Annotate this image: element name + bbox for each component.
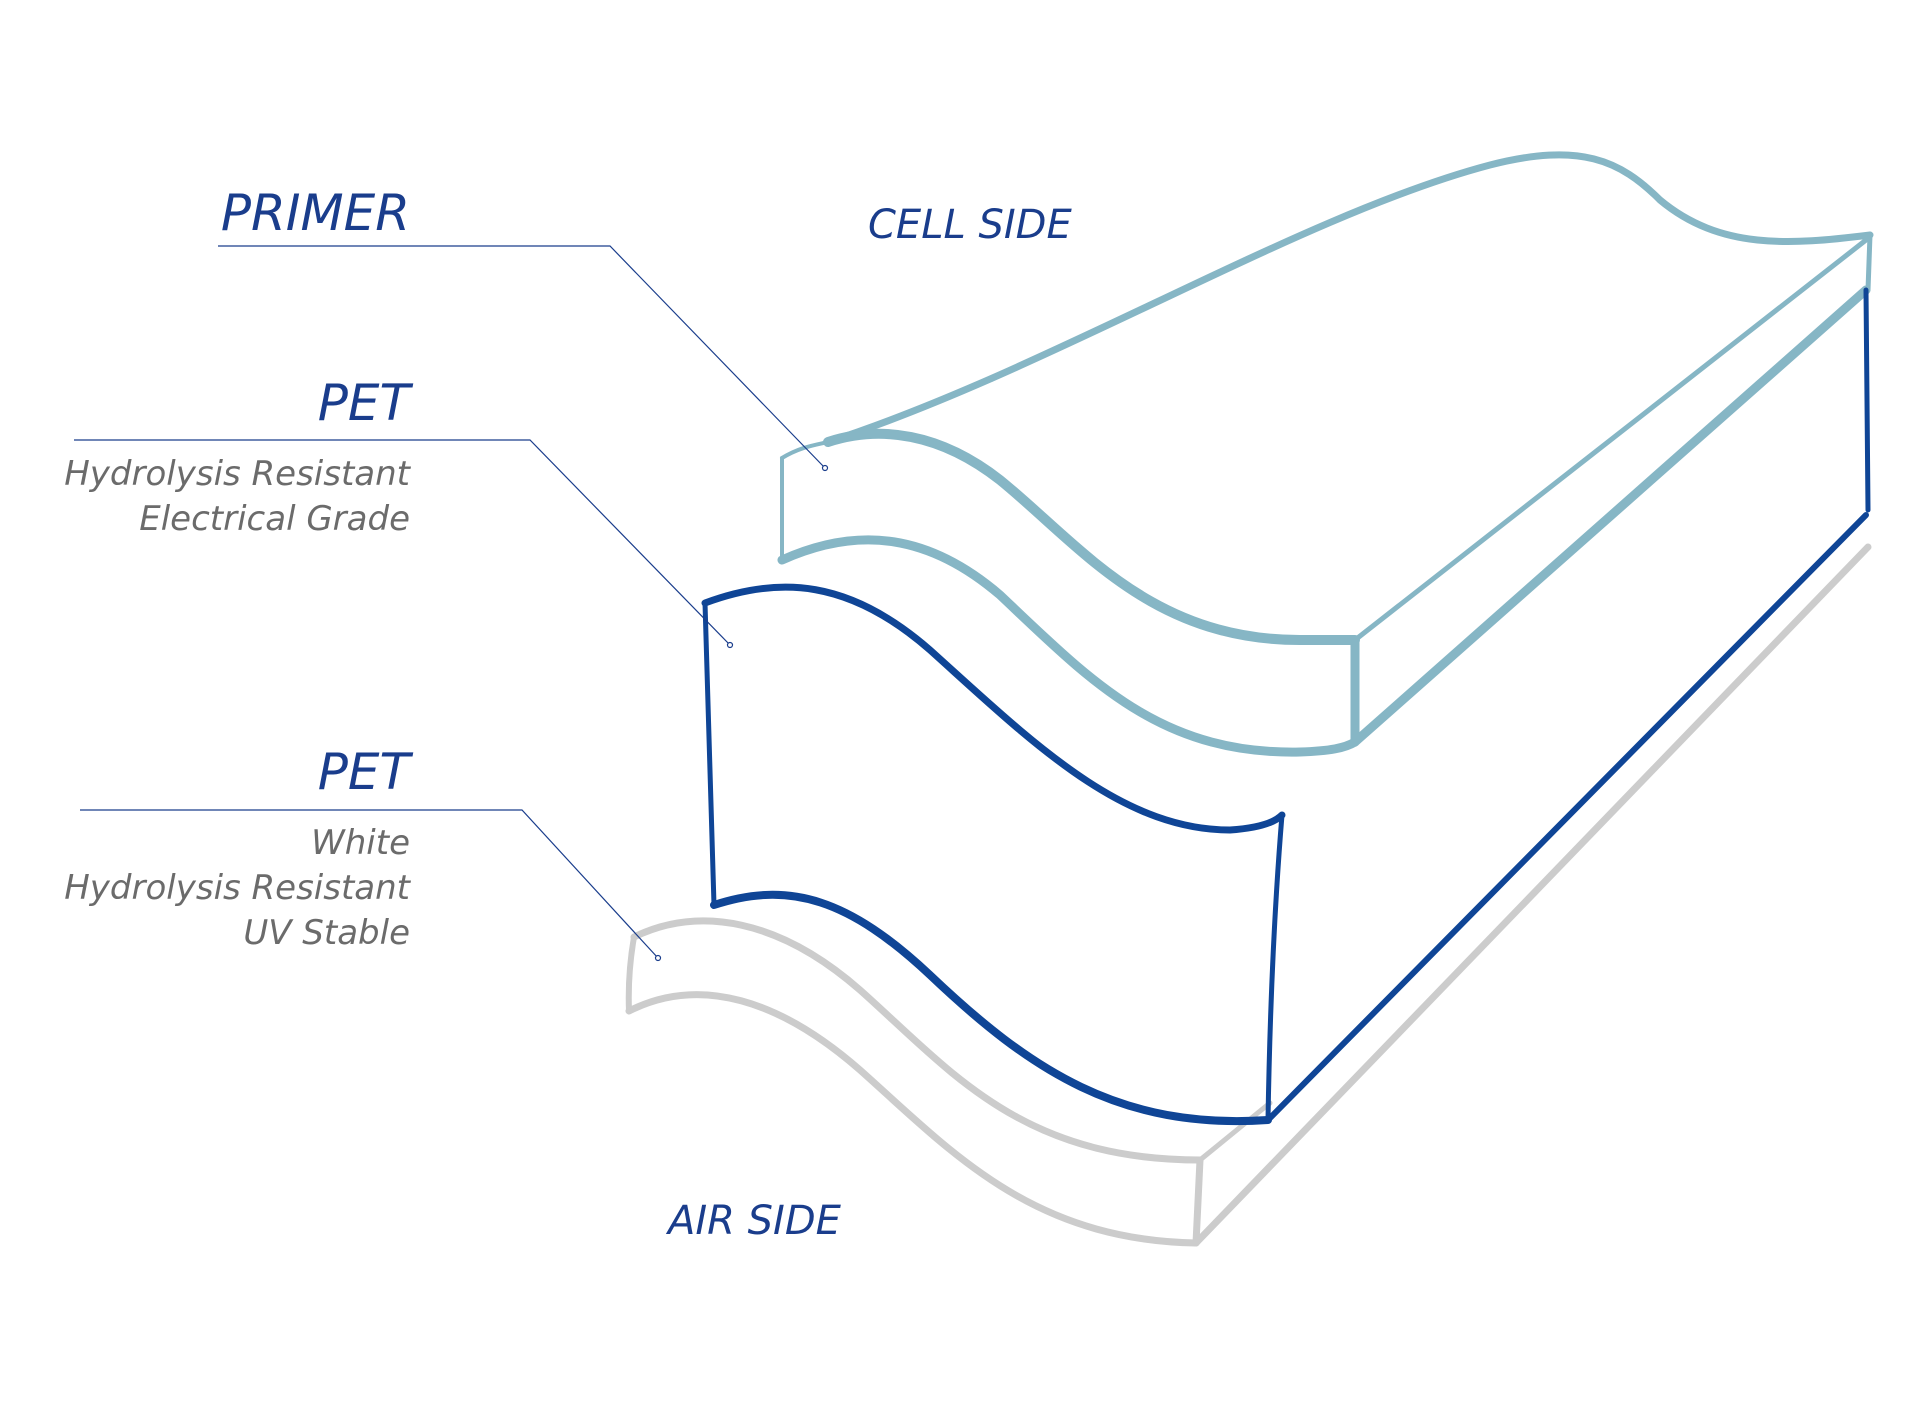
pet-white-detail-3: UV Stable xyxy=(243,913,410,953)
core-pet-bottom-right-diagonal xyxy=(1265,512,1869,1123)
core-pet-layer-shape xyxy=(701,287,1871,1125)
white-pet-left-side-edge xyxy=(625,934,637,1014)
white-pet-bottom-front-edge xyxy=(625,991,1200,1247)
pet-electrical-leader-dot xyxy=(726,641,734,649)
core-pet-back-vertical-edge xyxy=(1863,287,1871,513)
primer-top-back-edge xyxy=(824,151,1874,446)
primer-upper-left-edge xyxy=(780,440,830,460)
white-pet-back-top-edge xyxy=(1197,1100,1273,1163)
pet-electrical-detail-2: Electrical Grade xyxy=(139,499,410,539)
white-pet-right-side-edge xyxy=(1192,1156,1204,1247)
primer-layer-shape xyxy=(777,151,1874,757)
primer-leader-dot xyxy=(821,464,829,472)
pet-white-leader-line xyxy=(80,809,659,959)
pet-electrical-leader-line xyxy=(74,439,731,646)
pet-white-detail-1: White xyxy=(311,823,410,863)
pet-white-layer-title: PET xyxy=(318,743,414,801)
air-side-label: AIR SIDE xyxy=(665,1198,842,1244)
primer-bottom-right-diagonal xyxy=(1350,285,1871,747)
leader-lines xyxy=(74,245,829,962)
primer-leader-line xyxy=(218,245,826,469)
primer-top-right-diagonal xyxy=(1352,237,1869,643)
primer-layer-title: PRIMER xyxy=(221,184,410,242)
core-pet-right-vertical-edge xyxy=(1265,812,1285,1123)
primer-back-vertical-edge xyxy=(1865,232,1873,293)
pet-electrical-layer-title: PET xyxy=(318,374,414,432)
white-pet-layer-shape xyxy=(625,543,1872,1247)
core-pet-bottom-front-edge xyxy=(710,890,1272,1125)
pet-white-leader-dot xyxy=(654,954,662,962)
primer-top-front-edge xyxy=(823,428,1360,645)
cell-side-label: CELL SIDE xyxy=(868,202,1072,248)
core-pet-top-front-edge xyxy=(701,583,1286,834)
primer-bottom-front-edge xyxy=(777,535,1360,757)
pet-electrical-detail-1: Hydrolysis Resistant xyxy=(64,454,411,494)
white-pet-back-bottom-edge xyxy=(1192,543,1872,1247)
core-pet-left-vertical-edge xyxy=(702,600,717,908)
pet-white-detail-2: Hydrolysis Resistant xyxy=(64,868,411,908)
white-pet-top-front-edge xyxy=(630,917,1204,1164)
